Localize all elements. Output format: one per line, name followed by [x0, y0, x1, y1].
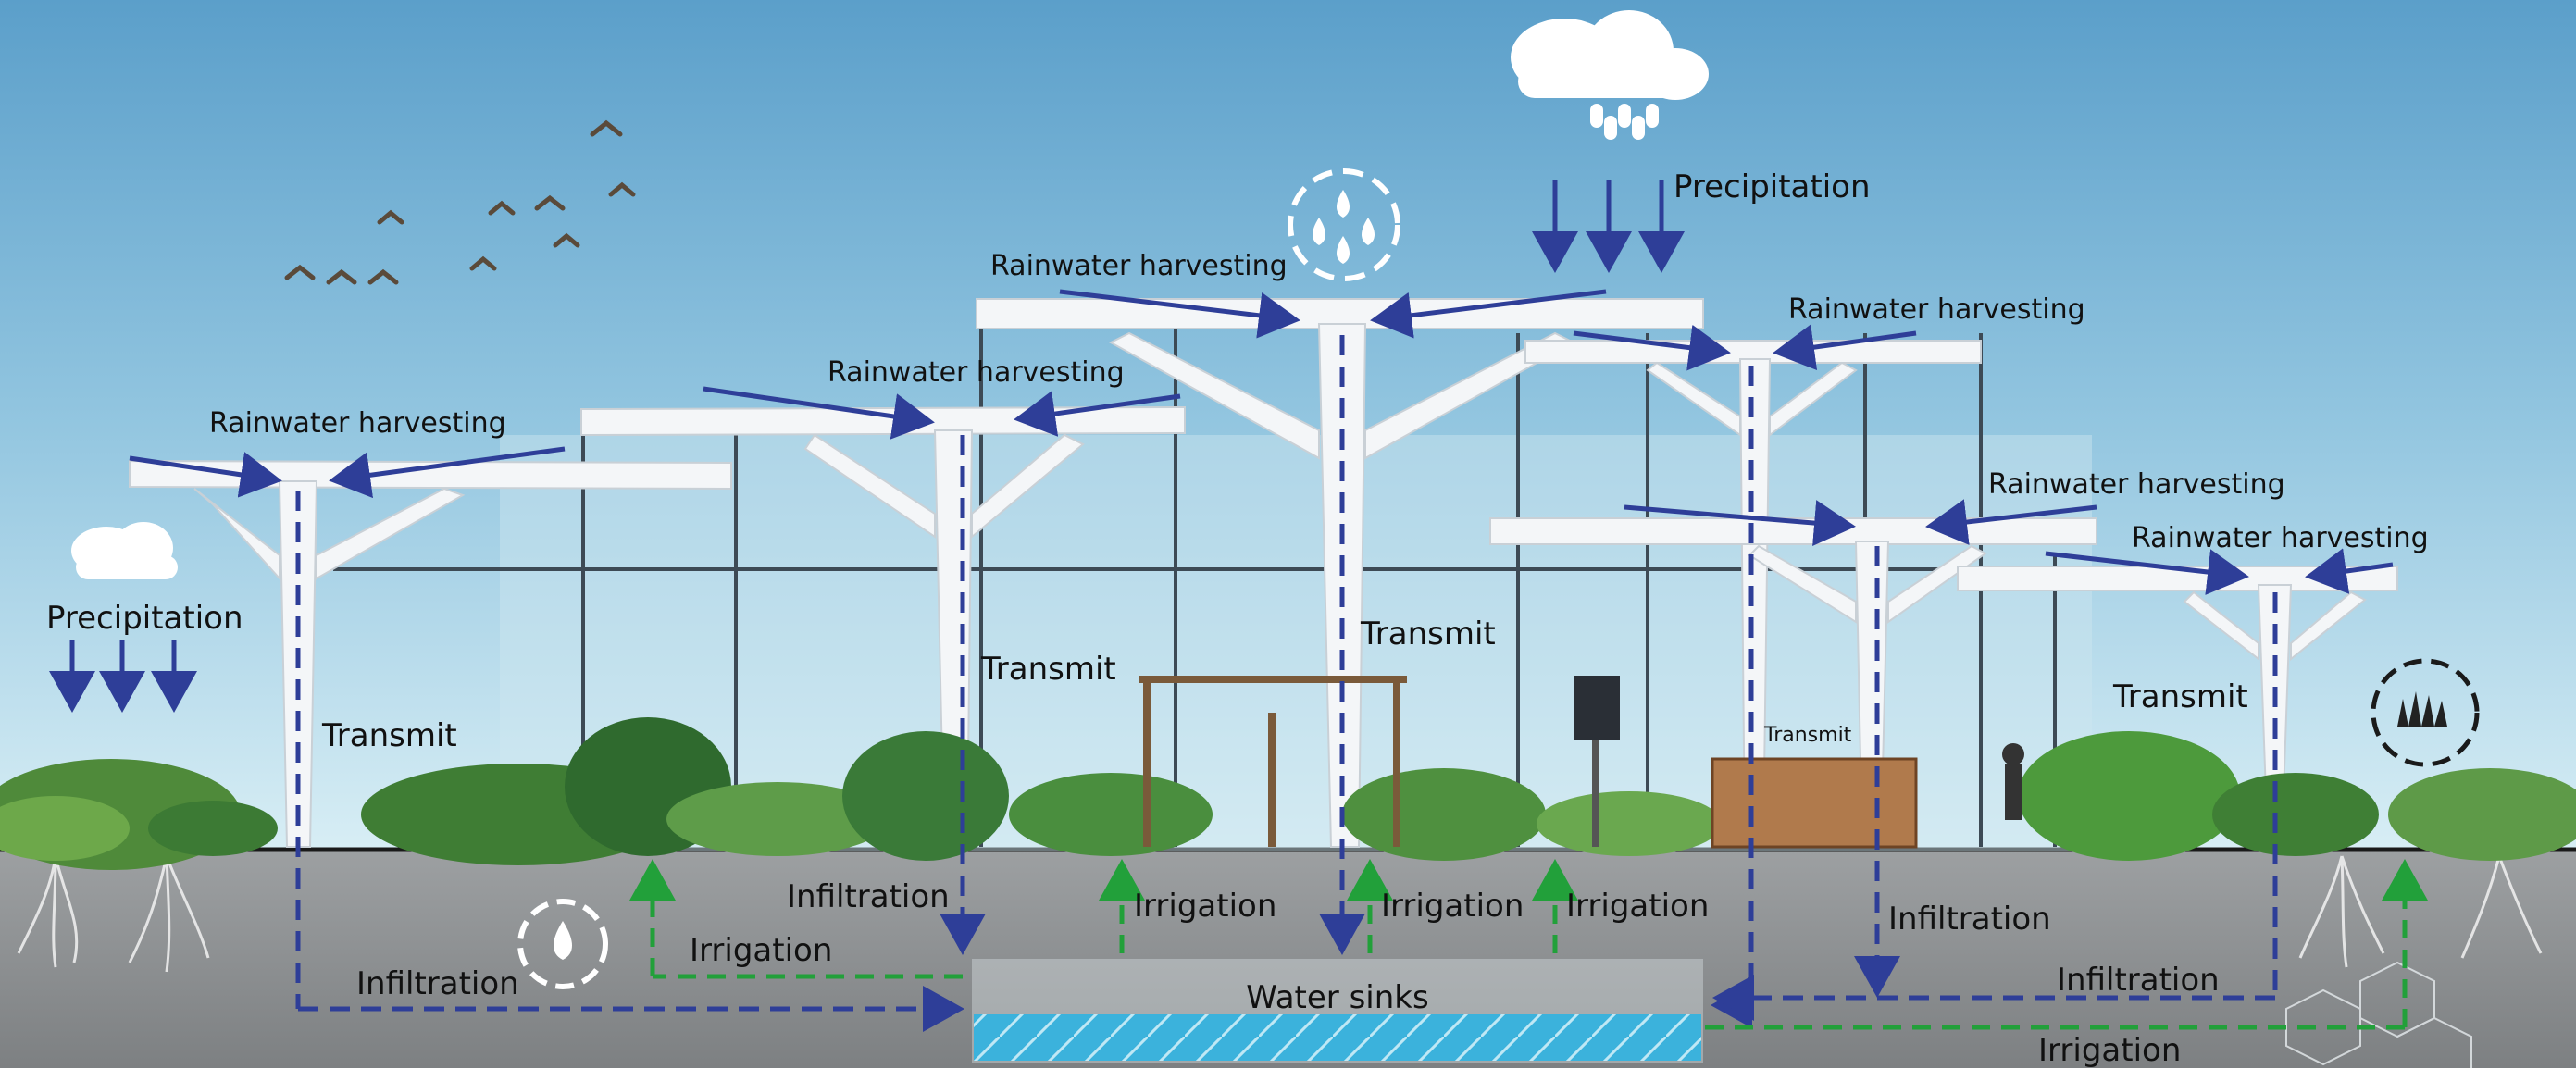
plant-roots-right [2298, 855, 2543, 968]
cloud-rain-icon [71, 522, 178, 579]
label-infiltration-4: Infiltration [2057, 962, 2220, 999]
label-rainwater-harvesting-1: Rainwater harvesting [990, 250, 1288, 282]
label-irrigation-3: Irrigation [1566, 888, 1710, 925]
label-irrigation-5: Irrigation [2038, 1032, 2182, 1069]
birds-icon [284, 119, 636, 285]
label-precipitation-top: Precipitation [1674, 168, 1871, 205]
label-irrigation-1: Irrigation [1134, 888, 1277, 925]
label-infiltration-3: Infiltration [356, 965, 519, 1002]
rainwater-harvesting-arrows [129, 289, 2394, 595]
label-water-sinks: Water sinks [1246, 979, 1429, 1016]
label-transmit-2: Transmit [981, 651, 1116, 688]
label-transmit-4: Transmit [322, 717, 457, 754]
label-infiltration-1: Infiltration [787, 878, 950, 915]
vegetation [0, 676, 2576, 870]
water-sink-water [974, 1014, 1701, 1061]
hexagon-network [2285, 961, 2472, 1068]
water-drop-icon [517, 899, 608, 989]
label-rainwater-harvesting-2: Rainwater harvesting [1788, 293, 2085, 326]
label-infiltration-2: Infiltration [1888, 901, 2051, 938]
label-rainwater-harvesting-6: Rainwater harvesting [2132, 522, 2429, 554]
label-irrigation-2: Irrigation [1381, 888, 1524, 925]
label-transmit-3: Transmit [2113, 678, 2248, 715]
water-drops-icon [1288, 168, 1400, 281]
cloud-rain-icon [1511, 10, 1709, 140]
label-transmit-1: Transmit [1361, 615, 1496, 653]
label-rainwater-harvesting-4: Rainwater harvesting [209, 407, 506, 440]
label-transmit-5: Transmit [1764, 724, 1852, 747]
transmit-blue-dashed [295, 335, 2278, 1032]
label-irrigation-4: Irrigation [690, 932, 833, 969]
grass-icon [2371, 658, 2480, 767]
label-rainwater-harvesting-3: Rainwater harvesting [828, 356, 1125, 389]
precipitation-arrows-top [1532, 180, 1685, 273]
label-precipitation-left: Precipitation [46, 600, 243, 637]
label-rainwater-harvesting-5: Rainwater harvesting [1988, 468, 2285, 501]
plant-roots-left [17, 855, 210, 973]
precipitation-arrows-left [49, 640, 197, 713]
irrigation-green-dashed [629, 859, 2428, 1030]
